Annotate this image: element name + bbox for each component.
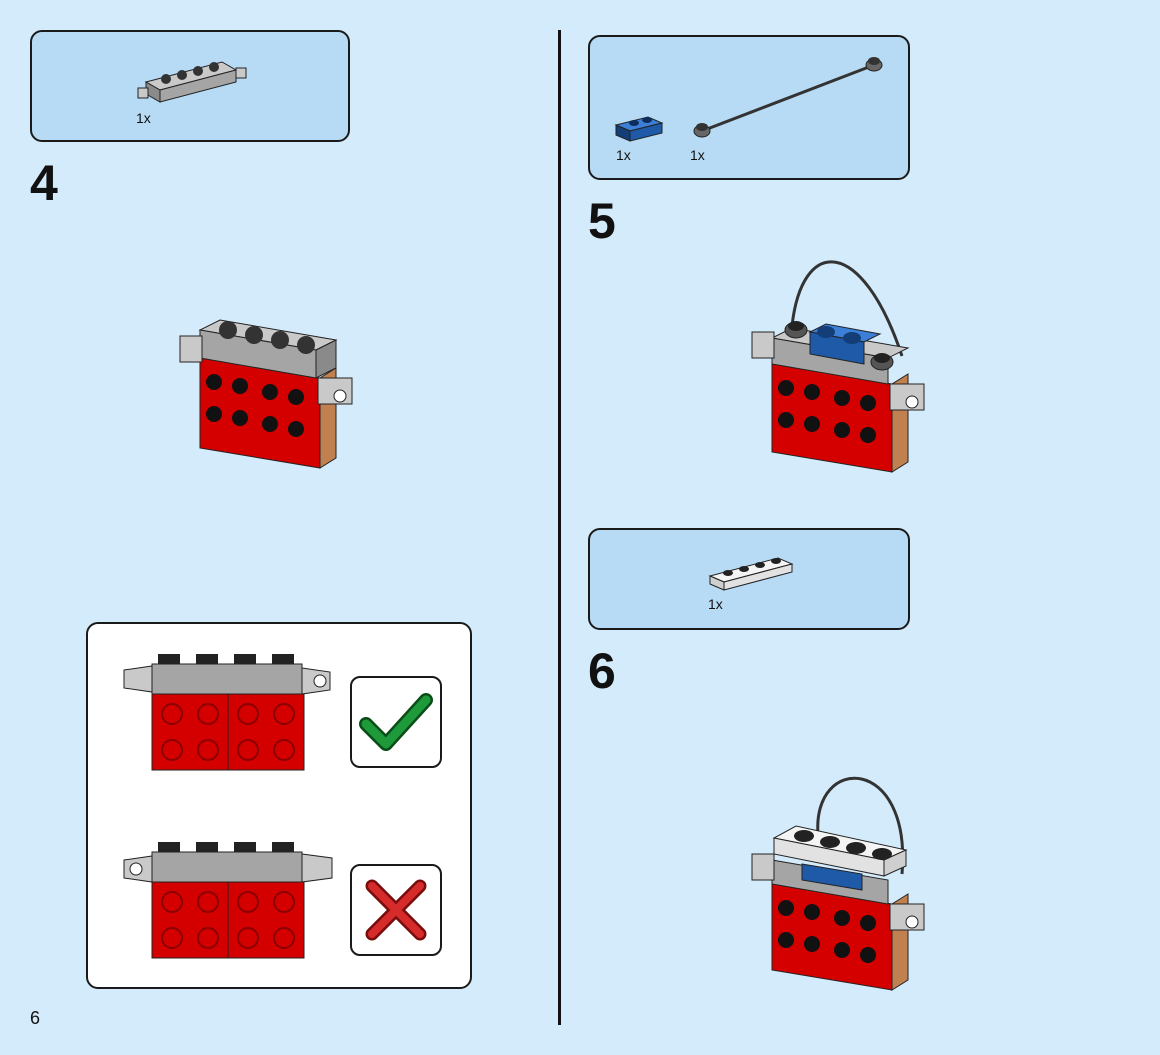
- red-x-icon: [365, 879, 427, 941]
- blue-plate-icon: [614, 116, 664, 142]
- step-5-model: [751, 260, 925, 473]
- step-4-part-qty: 1x: [136, 110, 151, 126]
- step-5-number: 5: [588, 193, 616, 249]
- step-4-number: 4: [30, 155, 58, 211]
- step-6-parts-box: 1x: [588, 528, 910, 630]
- step-4-model: [179, 319, 353, 469]
- orientation-callout: [86, 622, 472, 989]
- step-6-model: [751, 776, 925, 991]
- green-checkmark-icon: [359, 693, 433, 751]
- step-5-part-1-qty: 1x: [616, 147, 631, 163]
- wrong-mark-box: [350, 864, 442, 956]
- step-6-number: 6: [588, 643, 616, 699]
- step-5-parts-box: 1x 1x: [588, 35, 910, 180]
- correct-mark-box: [350, 676, 442, 768]
- white-plate-icon: [708, 557, 794, 591]
- correct-orientation-model: [123, 654, 331, 771]
- step-6-part-qty: 1x: [708, 596, 723, 612]
- wrong-orientation-model: [123, 842, 333, 959]
- step-4-parts-box: 1x: [30, 30, 350, 142]
- column-divider: [558, 30, 561, 1025]
- string-with-studs-icon: [693, 57, 883, 138]
- gray-hinge-plate-icon: [137, 61, 247, 103]
- page-number: 6: [30, 1008, 41, 1028]
- step-5-part-2-qty: 1x: [690, 147, 705, 163]
